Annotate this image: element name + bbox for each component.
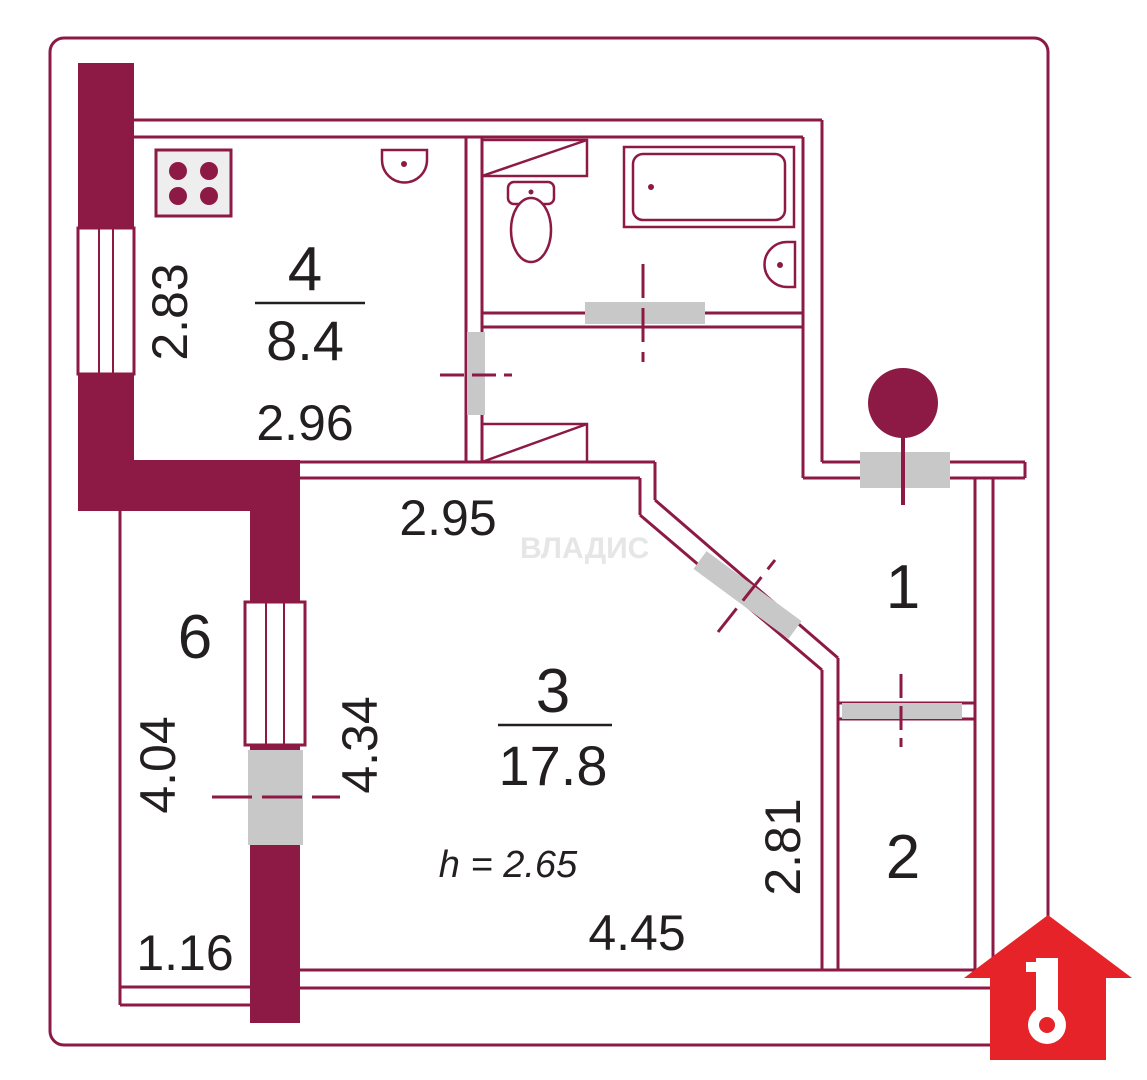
dim-living-right: 2.81 bbox=[755, 798, 811, 895]
watermark: ВЛАДИС bbox=[520, 532, 649, 565]
sink-icon bbox=[380, 148, 429, 184]
room-4-number: 4 bbox=[288, 235, 322, 304]
dim-living-top: 2.95 bbox=[399, 490, 496, 546]
stove-icon bbox=[154, 148, 233, 218]
room-2-number: 2 bbox=[886, 823, 920, 892]
room-4-area: 8.4 bbox=[266, 309, 344, 372]
doors bbox=[212, 264, 962, 845]
electric-panel-icon bbox=[868, 368, 938, 505]
room-3-number: 3 bbox=[536, 657, 570, 726]
dim-balcony-length: 4.04 bbox=[130, 716, 186, 813]
window-kitchen bbox=[76, 226, 136, 376]
partition-walls bbox=[118, 118, 1027, 1007]
toilet-icon bbox=[506, 180, 556, 264]
dim-balcony-width: 1.16 bbox=[136, 925, 233, 981]
dim-living-width: 4.45 bbox=[588, 905, 685, 961]
window-living bbox=[243, 600, 307, 747]
room-6-number: 6 bbox=[178, 603, 212, 672]
room-3-area: 17.8 bbox=[499, 734, 608, 797]
ceiling-height: h = 2.65 bbox=[439, 844, 578, 886]
washbasin-icon bbox=[763, 240, 797, 289]
door-bathroom bbox=[585, 302, 705, 324]
dim-living-height: 4.34 bbox=[332, 696, 388, 793]
built-in-cabinets bbox=[480, 138, 589, 464]
plan-frame bbox=[48, 36, 1050, 1047]
room-1-number: 1 bbox=[886, 553, 920, 622]
key-house-logo bbox=[964, 915, 1132, 1060]
dim-kitchen-width: 2.96 bbox=[256, 395, 353, 451]
dim-kitchen-height: 2.83 bbox=[142, 263, 198, 360]
bathtub-icon bbox=[622, 145, 796, 229]
